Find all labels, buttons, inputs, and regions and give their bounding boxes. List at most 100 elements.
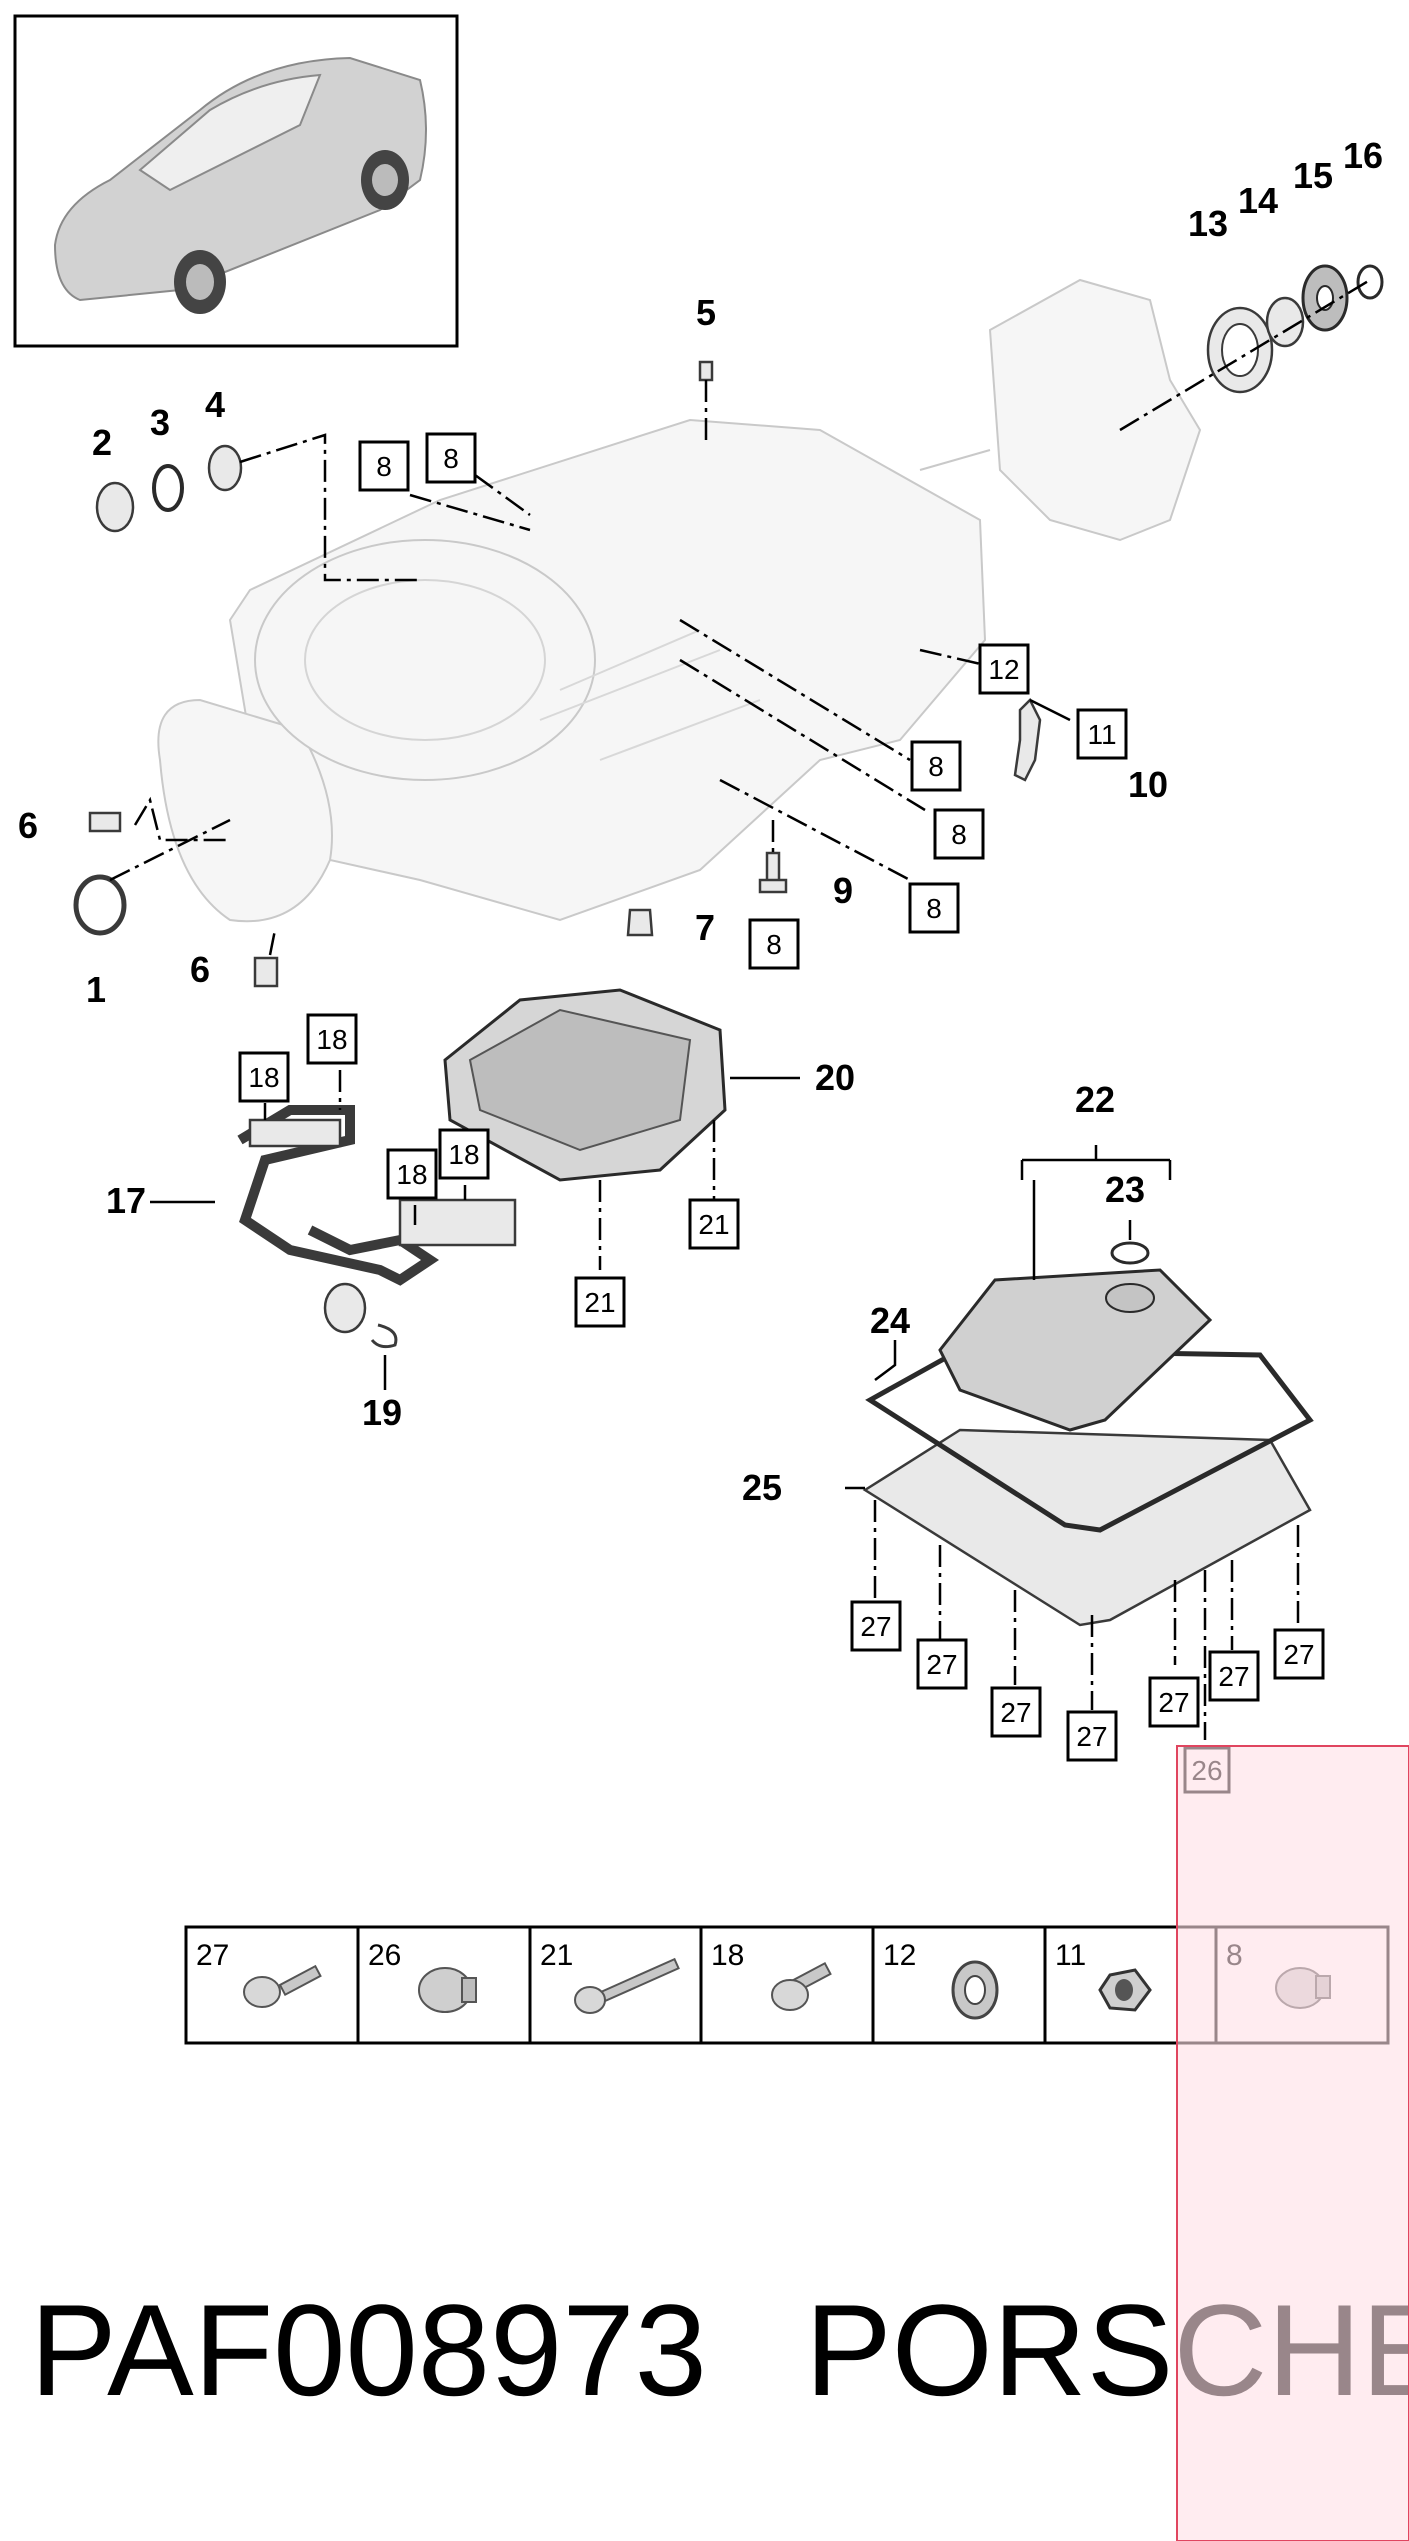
button-head-bolt-icon (243, 1964, 322, 2008)
sensor-6a (88, 811, 122, 833)
boxref-27-g: 27 (1273, 1628, 1325, 1680)
svg-text:11: 11 (1055, 1939, 1086, 1972)
svg-text:21: 21 (540, 1939, 573, 1972)
nut-icon (1098, 1968, 1152, 2012)
callout-10: 10 (1128, 764, 1168, 805)
callout-19: 19 (362, 1392, 402, 1433)
table-cell-27: 27 (196, 1939, 322, 2008)
table-cell-18: 18 (711, 1939, 832, 2011)
svg-text:12: 12 (883, 1939, 916, 1972)
svg-text:18: 18 (316, 1024, 347, 1055)
svg-text:27: 27 (1283, 1639, 1314, 1670)
seal-4 (207, 444, 243, 492)
svg-text:27: 27 (926, 1649, 957, 1680)
boxref-27-e: 27 (1148, 1676, 1200, 1728)
svg-text:27: 27 (1158, 1687, 1189, 1718)
boxref-12: 12 (978, 643, 1030, 695)
boxref-8-e: 8 (908, 882, 960, 934)
leader-2-4 (239, 433, 420, 582)
boxref-18-a: 18 (238, 1051, 290, 1103)
table-cell-12: 12 (883, 1939, 999, 2020)
callout-20: 20 (815, 1057, 855, 1098)
o-ring-23 (1110, 1241, 1150, 1265)
callout-1: 1 (86, 969, 106, 1010)
valve-body-20 (443, 988, 727, 1182)
part-number: PAF008973 (30, 2277, 707, 2423)
svg-text:21: 21 (698, 1209, 729, 1240)
callout-15: 15 (1293, 155, 1333, 196)
seal-13 (1206, 306, 1274, 394)
callout-6a: 6 (18, 805, 38, 846)
callout-22: 22 (1075, 1079, 1115, 1120)
ring-2 (95, 481, 135, 533)
callout-17: 17 (106, 1180, 146, 1221)
callout-16: 16 (1343, 135, 1383, 176)
callout-24: 24 (870, 1300, 910, 1341)
boxref-8-a: 8 (358, 440, 410, 492)
long-bolt-icon (574, 1957, 680, 2014)
callout-14: 14 (1238, 180, 1278, 221)
svg-text:8: 8 (928, 751, 944, 782)
boxref-18-d: 18 (438, 1128, 490, 1180)
boxref-11: 11 (1076, 708, 1128, 760)
svg-text:21: 21 (584, 1287, 615, 1318)
callout-4: 4 (205, 384, 225, 425)
boxref-27-f: 27 (1208, 1650, 1260, 1702)
callout-2: 2 (92, 422, 112, 463)
callout-23: 23 (1105, 1169, 1145, 1210)
svg-text:27: 27 (1218, 1661, 1249, 1692)
callout-6b: 6 (190, 949, 210, 990)
svg-text:8: 8 (376, 451, 392, 482)
svg-text:8: 8 (443, 443, 459, 474)
boxref-27-d: 27 (1066, 1710, 1118, 1762)
svg-text:11: 11 (1087, 719, 1116, 750)
vehicle-thumbnail (13, 14, 459, 348)
circlip-3 (152, 464, 184, 512)
boxref-18-c: 18 (386, 1148, 438, 1200)
svg-text:12: 12 (988, 654, 1019, 685)
ring-14 (1265, 296, 1305, 348)
sensor-5 (698, 360, 714, 382)
callout-9: 9 (833, 870, 853, 911)
svg-text:8: 8 (926, 893, 942, 924)
boxref-21-a: 21 (688, 1198, 740, 1250)
bracket-10 (1013, 697, 1042, 782)
svg-text:18: 18 (448, 1139, 479, 1170)
svg-text:27: 27 (196, 1939, 229, 1972)
table-cell-21: 21 (540, 1939, 680, 2014)
table-cell-11: 11 (1055, 1939, 1152, 2012)
plug-icon (418, 1967, 477, 2013)
flange-15 (1301, 264, 1349, 332)
callout-25: 25 (742, 1467, 782, 1508)
highlight-overlay (1176, 1745, 1409, 2541)
boxref-8-b: 8 (425, 432, 477, 484)
svg-text:18: 18 (248, 1062, 279, 1093)
boxref-18-b: 18 (306, 1013, 358, 1065)
leader-13-16 (1119, 278, 1371, 432)
svg-text:27: 27 (1000, 1697, 1031, 1728)
table-cell-26: 26 (368, 1939, 477, 2013)
washer-icon (951, 1960, 999, 2020)
circlip-16 (1356, 264, 1384, 300)
svg-text:26: 26 (368, 1939, 401, 1972)
callout-3: 3 (150, 402, 170, 443)
sensor-7 (626, 908, 654, 937)
svg-text:8: 8 (951, 819, 967, 850)
sensor-6b (253, 956, 279, 988)
svg-text:18: 18 (711, 1939, 744, 1972)
callout-7: 7 (695, 907, 715, 948)
boxref-21-b: 21 (574, 1276, 626, 1328)
svg-text:18: 18 (396, 1159, 427, 1190)
svg-text:8: 8 (766, 929, 782, 960)
filter-22 (938, 1268, 1213, 1432)
seal-1 (73, 874, 127, 936)
boxref-27-c: 27 (990, 1686, 1042, 1738)
boxref-8-d: 8 (933, 808, 985, 860)
boxref-27-a: 27 (850, 1600, 902, 1652)
boxref-27-b: 27 (916, 1638, 968, 1690)
callout-5: 5 (696, 292, 716, 333)
transmission-housing (157, 278, 1202, 923)
svg-text:27: 27 (1076, 1721, 1107, 1752)
short-bolt-icon (771, 1961, 832, 2011)
